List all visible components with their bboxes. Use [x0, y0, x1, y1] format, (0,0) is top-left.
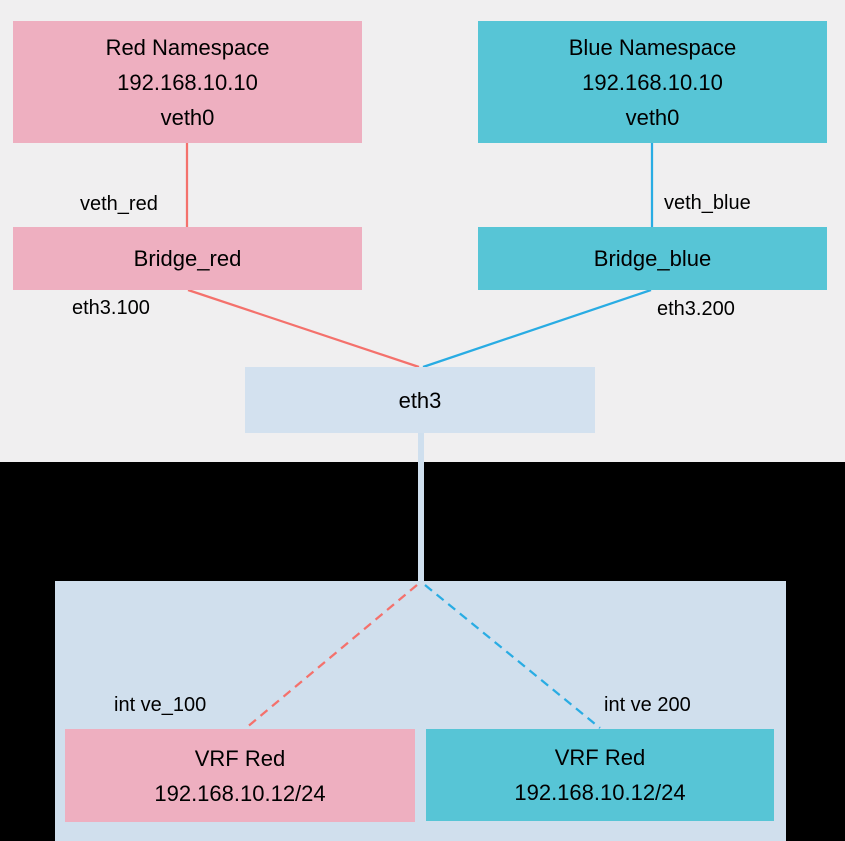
label-veth-blue: veth_blue — [664, 192, 751, 214]
node-vrf-red-100: VRF Red 192.168.10.12/24 — [65, 729, 415, 822]
vrf-200-title: VRF Red — [554, 745, 646, 770]
edge-eth3-100 — [187, 288, 420, 369]
blue-namespace-ip: 192.168.10.10 — [582, 69, 723, 95]
node-red-namespace: Red Namespace 192.168.10.10 veth0 — [13, 21, 362, 143]
node-bridge-blue: Bridge_blue — [478, 227, 827, 290]
red-namespace-ip: 192.168.10.10 — [117, 69, 258, 95]
red-namespace-if: veth0 — [160, 104, 215, 130]
red-namespace-title: Red Namespace — [105, 34, 270, 60]
blue-namespace-title: Blue Namespace — [568, 34, 737, 60]
vrf-100-title: VRF Red — [194, 745, 286, 771]
blue-namespace-if: veth0 — [625, 104, 680, 130]
node-eth3: eth3 — [245, 367, 595, 433]
label-int-ve-100: int ve_100 — [114, 694, 207, 716]
eth3-label: eth3 — [398, 387, 442, 413]
bridge-blue-label: Bridge_blue — [593, 246, 712, 271]
node-vrf-red-200: VRF Red 192.168.10.12/24 — [426, 729, 774, 821]
label-eth3-100: eth3.100 — [72, 297, 150, 319]
label-eth3-200: eth3.200 — [657, 298, 735, 320]
vrf-200-ip: 192.168.10.12/24 — [514, 780, 686, 805]
label-int-ve-200: int ve 200 — [604, 694, 691, 716]
vrf-100-ip: 192.168.10.12/24 — [154, 780, 326, 806]
node-bridge-red: Bridge_red — [13, 227, 362, 290]
label-veth-red: veth_red — [80, 193, 158, 215]
edge-eth3-200 — [422, 288, 652, 369]
node-blue-namespace: Blue Namespace 192.168.10.10 veth0 — [478, 21, 827, 143]
bridge-red-label: Bridge_red — [133, 246, 242, 271]
